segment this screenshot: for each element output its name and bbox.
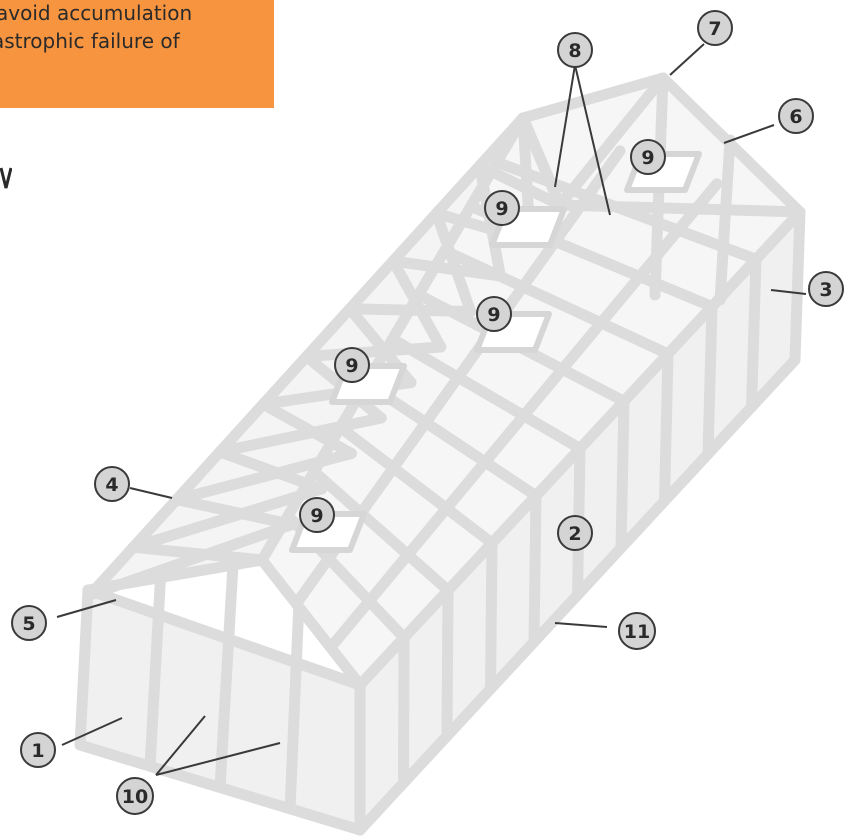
leader-line [574,64,611,216]
leader-line [155,715,206,776]
leader-line [669,43,705,76]
callout-badge-2: 2 [557,515,593,551]
frame-bar [554,199,806,218]
frame-bar [84,519,298,601]
frame-bar [214,559,239,793]
callout-badge-8: 8 [557,32,593,68]
callout-badge-3: 3 [808,271,844,307]
callout-badge-11: 11 [618,612,656,650]
callout-badge-9: 9 [484,190,520,226]
callout-badge-9: 9 [334,347,370,383]
frame-bar [144,572,166,772]
frame-bar [334,421,498,549]
leader-line [770,289,807,295]
frame-bar [474,160,566,211]
callout-number: 9 [487,304,500,326]
callout-number: 11 [624,621,650,643]
callout-badge-10: 10 [116,777,154,815]
frame-bar [344,303,477,317]
callout-number: 9 [310,505,323,527]
callout-number: 7 [708,18,721,40]
greenhouse-frame [74,72,806,836]
leader-line [56,599,117,618]
callout-number: 9 [345,355,358,377]
callout-number: 9 [641,147,654,169]
callout-number: 8 [568,40,581,62]
callout-number: 10 [122,786,148,808]
callout-badge-7: 7 [697,10,733,46]
callout-badges: 1 2 3 4 5 6 7 8 9 9 9 9 9 10 11 [11,10,844,815]
callout-badge-9: 9 [299,497,335,533]
frame-bar [615,395,630,554]
frame-bar [702,301,718,460]
frame-bar [439,245,674,360]
frame-bar [789,206,806,366]
frame-bar [441,584,454,742]
callout-number: 9 [495,198,508,220]
leader-line [554,622,608,628]
note-line-2: astrophic failure of [0,29,180,53]
callout-number: 3 [819,279,832,301]
frame-bar [528,490,542,648]
frame-bar [127,541,268,566]
leader-line [554,64,576,188]
frame-bar [308,466,454,596]
frame-bar [214,446,328,495]
frame-bar [127,483,328,553]
frame-bar [74,584,94,751]
note-line-1: avoid accumulation [0,1,193,25]
frame-bar [517,72,669,124]
callout-badge-4: 4 [94,466,130,502]
frame-bar [171,448,357,506]
frame-bar [387,333,586,454]
callout-badge-9: 9 [476,296,512,332]
callout-number: 5 [22,613,35,635]
frame-bar [746,253,762,413]
callout-badge-1: 1 [20,732,56,768]
frame-bar [517,112,566,211]
callout-badge-6: 6 [778,98,814,134]
frame-bar [387,255,447,353]
leader-line [723,124,775,144]
frame-bar [398,632,410,789]
callout-badge-9: 9 [630,139,666,175]
callout-number: 4 [105,474,118,496]
frame-bar [387,255,506,282]
frame-bar [714,134,736,306]
frame-bar [659,348,674,507]
leader-line [61,717,123,746]
frame-bar [360,377,542,502]
callout-badge-5: 5 [11,605,47,641]
callout-number: 2 [568,523,581,545]
orange-note-box: avoid accumulation astrophic failure of [0,0,274,108]
frame-bar [284,601,305,815]
frame-bar [256,554,366,691]
frame-bar [430,207,477,317]
callout-number: 1 [31,740,44,762]
leader-lines [56,43,807,776]
leader-line [155,742,281,776]
frame-bar [301,341,447,362]
frame-bar [214,412,387,458]
callout-number: 6 [789,106,802,128]
frame-bar [257,398,357,459]
frame-bar [171,494,298,530]
partial-v-glyph [0,167,12,189]
frame-bar [554,72,669,211]
leader-line [129,487,173,499]
frame-bar [485,537,498,695]
